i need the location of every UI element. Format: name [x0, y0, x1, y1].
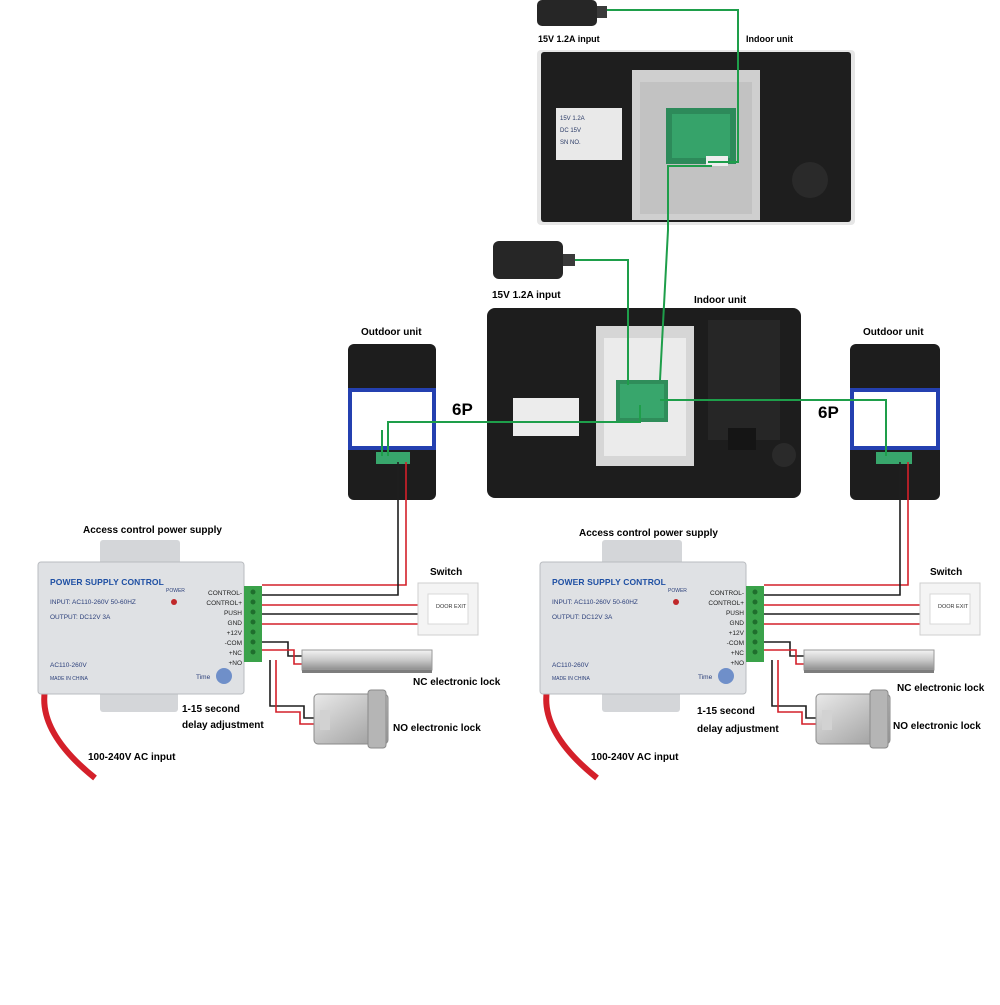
left-terminal-control-plus: CONTROL+: [206, 600, 242, 607]
right-delay-label-1: 1-15 second: [697, 706, 755, 717]
left-psu-label: Access control power supply: [83, 525, 222, 536]
right-terminal-control-plus: CONTROL+: [708, 600, 744, 607]
left-psu-output: OUTPUT: DC12V 3A: [50, 614, 111, 621]
right-nc-lock-label: NC electronic lock: [897, 683, 985, 694]
right-terminal-com: -COM: [726, 640, 744, 647]
main-unit-label: Indoor unit: [694, 295, 747, 306]
left-terminal-nc: +NC: [228, 650, 242, 657]
right-psu-input: INPUT: AC110-260V 50-60HZ: [552, 599, 638, 606]
right-switch-label: Switch: [930, 567, 963, 578]
left-terminal-labels: CONTROL- CONTROL+ PUSH GND +12V -COM +NC…: [186, 589, 242, 669]
right-terminal-push: PUSH: [725, 610, 744, 617]
right-6p-cable: [660, 399, 887, 456]
left-switch-text: DOOR EXIT: [436, 604, 467, 610]
left-terminal-push: PUSH: [223, 610, 242, 617]
right-exit-switch: [919, 582, 981, 636]
right-psu-title: POWER SUPPLY CONTROL: [552, 577, 666, 587]
right-6p-label: 6P: [818, 403, 839, 422]
right-psu-ac: AC110-260V: [552, 662, 589, 669]
left-no-lock-label: NO electronic lock: [393, 723, 481, 734]
top-unit-label: Indoor unit: [746, 34, 793, 44]
left-terminal-com: -COM: [224, 640, 242, 647]
right-terminal-control-minus: CONTROL-: [710, 590, 744, 597]
left-psu-made: MADE IN CHINA: [50, 676, 88, 682]
left-terminal-control-minus: CONTROL-: [208, 590, 242, 597]
top-indoor-monitor: [537, 50, 855, 225]
right-terminal-gnd: GND: [729, 620, 744, 627]
top-plate-line-2: DC 15V: [560, 128, 582, 134]
right-delay-label-2: delay adjustment: [697, 724, 779, 735]
monitor-link-wire: [659, 165, 712, 381]
left-nc-lock: [301, 649, 433, 673]
main-power-adapter: [493, 241, 575, 279]
left-nc-lock-label: NC electronic lock: [413, 677, 501, 688]
top-power-wire: [607, 9, 739, 163]
top-plate-line-3: SN NO.: [560, 140, 581, 146]
main-power-wire: [575, 259, 629, 385]
left-delay-label-1: 1-15 second: [182, 704, 240, 715]
left-exit-switch: [417, 582, 479, 636]
top-power-label: 15V 1.2A input: [538, 34, 600, 44]
green-wires: [381, 9, 887, 456]
left-no-lock: [313, 689, 389, 749]
right-terminal-labels: CONTROL- CONTROL+ PUSH GND +12V -COM +NC…: [688, 589, 744, 669]
left-switch-label: Switch: [430, 567, 463, 578]
left-psu-time: Time: [196, 674, 211, 681]
right-switch-text: DOOR EXIT: [938, 604, 969, 610]
right-ac-input-label: 100-240V AC input: [591, 752, 679, 763]
left-6p-label: 6P: [452, 400, 473, 419]
right-nc-lock: [803, 649, 935, 673]
top-plate-line-1: 15V 1.2A: [560, 116, 585, 122]
right-no-lock: [815, 689, 891, 749]
left-psu-ac: AC110-260V: [50, 662, 87, 669]
left-6p-cable: [387, 405, 641, 456]
left-psu-input: INPUT: AC110-260V 50-60HZ: [50, 599, 136, 606]
right-no-lock-label: NO electronic lock: [893, 721, 981, 732]
left-terminal-gnd: GND: [227, 620, 242, 627]
left-psu-power: POWER: [166, 588, 185, 594]
main-power-label: 15V 1.2A input: [492, 290, 561, 301]
right-system-wires: [543, 462, 920, 781]
right-outdoor-unit: [850, 344, 940, 500]
top-power-adapter: [537, 0, 607, 26]
right-psu-label: Access control power supply: [579, 528, 718, 539]
main-indoor-monitor: [487, 308, 801, 498]
right-terminal-12v: +12V: [728, 630, 744, 637]
right-outdoor-label: Outdoor unit: [863, 327, 924, 338]
right-terminal-nc: +NC: [730, 650, 744, 657]
left-terminal-no: +NO: [228, 660, 242, 667]
left-power-supply: [37, 540, 262, 712]
left-outdoor-label: Outdoor unit: [361, 327, 422, 338]
right-power-supply: [539, 540, 764, 712]
right-psu-power: POWER: [668, 588, 687, 594]
right-psu-time: Time: [698, 674, 713, 681]
left-system-wires: [41, 462, 418, 781]
right-psu-made: MADE IN CHINA: [552, 676, 590, 682]
left-ac-input-label: 100-240V AC input: [88, 752, 176, 763]
right-psu-output: OUTPUT: DC12V 3A: [552, 614, 613, 621]
right-terminal-no: +NO: [730, 660, 744, 667]
left-delay-label-2: delay adjustment: [182, 720, 264, 731]
left-psu-title: POWER SUPPLY CONTROL: [50, 577, 164, 587]
left-terminal-12v: +12V: [226, 630, 242, 637]
